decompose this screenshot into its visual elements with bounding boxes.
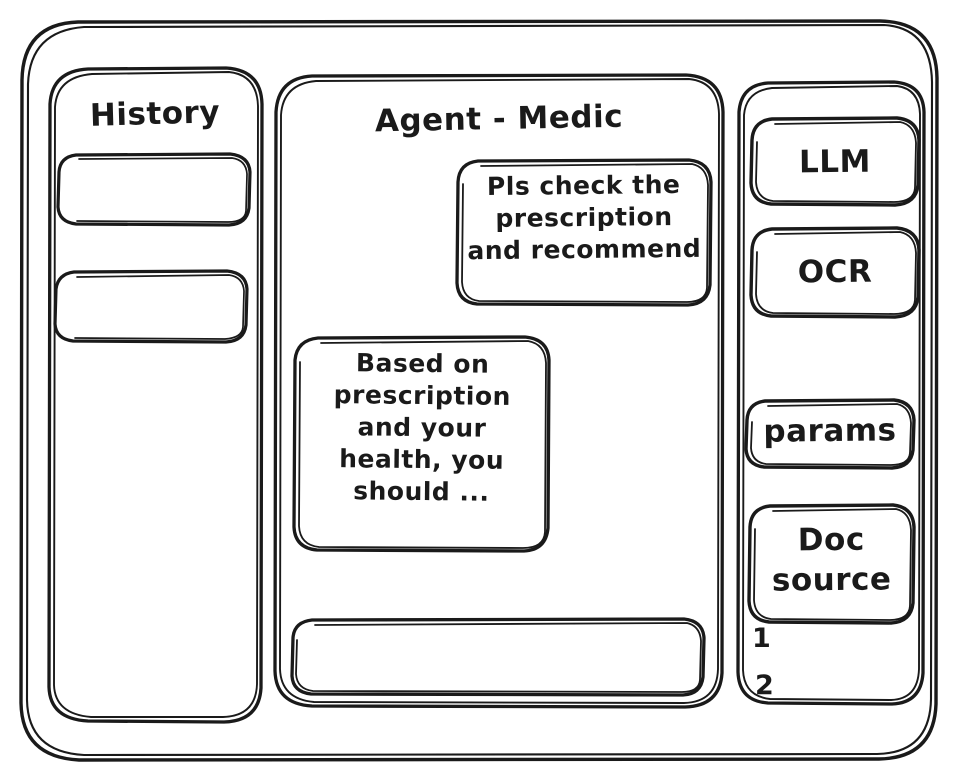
- history-panel-outline: [47, 66, 264, 724]
- chip-doc-source-outline[interactable]: [747, 503, 916, 625]
- tools-panel-outline: [736, 80, 926, 706]
- agent-panel-outline: [273, 73, 725, 709]
- doc-list-item-2[interactable]: 2: [755, 670, 775, 701]
- user-message-text: Pls check the prescription and recommend: [467, 169, 702, 266]
- assistant-message-text: Based on prescription and your health, y…: [333, 348, 512, 507]
- composer-input-outline[interactable]: [290, 617, 706, 697]
- history-item-2-outline[interactable]: [53, 269, 249, 344]
- chip-llm-label[interactable]: LLM: [798, 143, 872, 181]
- chip-doc-source-label[interactable]: Doc source: [771, 521, 892, 599]
- chip-llm-outline[interactable]: [749, 116, 921, 207]
- chip-params-outline[interactable]: [744, 398, 916, 470]
- user-message-bubble-outline: [455, 158, 713, 307]
- chip-ocr-label[interactable]: OCR: [797, 253, 873, 291]
- assistant-message-bubble-outline: [292, 335, 551, 553]
- chip-ocr-outline[interactable]: [749, 226, 921, 319]
- history-panel-title: History: [89, 94, 221, 134]
- history-item-1-outline[interactable]: [56, 152, 252, 227]
- doc-list-item-1[interactable]: 1: [752, 623, 772, 654]
- chip-params-label[interactable]: params: [763, 412, 897, 450]
- app-window-frame: [19, 19, 939, 762]
